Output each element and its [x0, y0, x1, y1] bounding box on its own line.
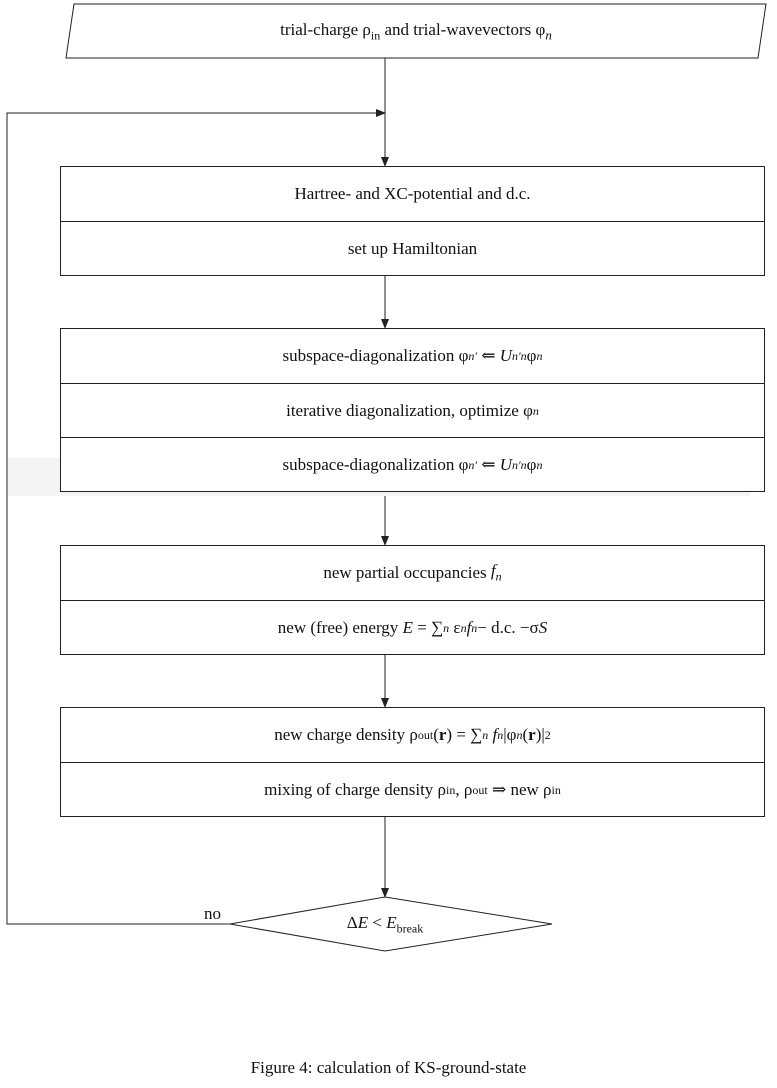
block3-row-occupancies: new partial occupancies fn: [323, 561, 502, 584]
figure-caption: Figure 4: calculation of KS-ground-state: [250, 1058, 527, 1077]
decision-diamond: [229, 896, 553, 952]
no-label: no: [204, 904, 221, 923]
decision-text: ΔE < Ebreak: [346, 913, 424, 936]
block1-row-hamiltonian: set up Hamiltonian: [61, 221, 764, 276]
block-potential-hamiltonian: Hartree- and XC-potential and d.c. set u…: [60, 166, 765, 276]
block1-row-potential: Hartree- and XC-potential and d.c.: [294, 184, 531, 203]
input-parallelogram: [65, 3, 767, 59]
input-block-text: trial-charge ρin and trial-wavevectors φ…: [280, 20, 552, 43]
feedback-loop-line: [6, 109, 386, 925]
block-occupancies-energy: new partial occupancies fn new (free) en…: [60, 545, 765, 655]
